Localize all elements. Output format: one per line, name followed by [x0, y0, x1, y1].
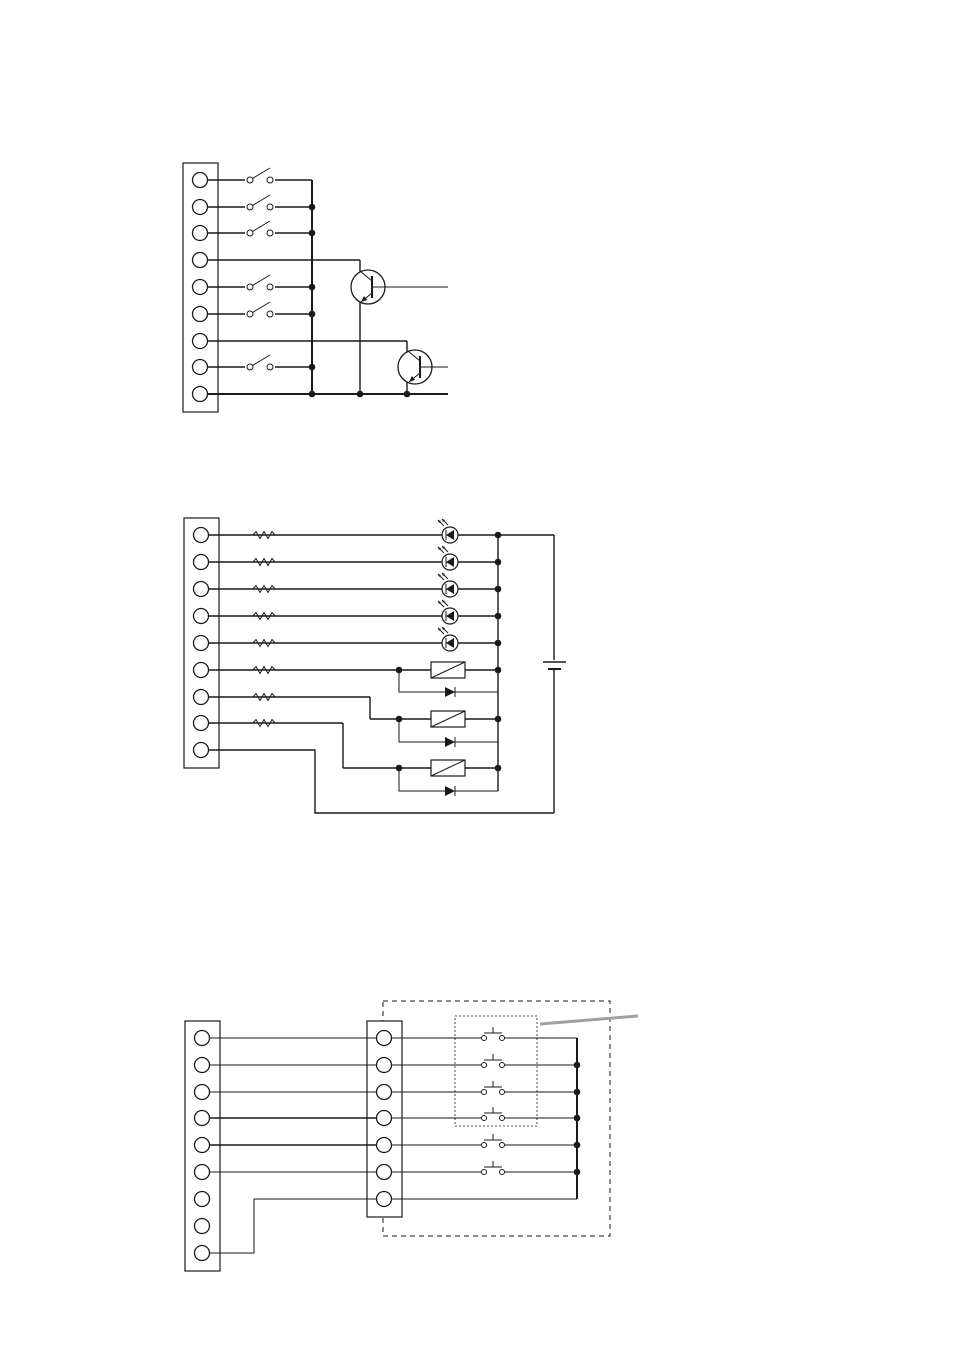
- pushbutton-2: [482, 1054, 505, 1068]
- diagram-outputs: [184, 518, 566, 813]
- led-icon-3: [438, 573, 458, 597]
- pushbutton-5: [482, 1134, 505, 1148]
- terminals-2: [194, 528, 209, 758]
- terminals-1: [193, 173, 208, 402]
- leader-line: [540, 1016, 638, 1024]
- relay-coil-1: [431, 662, 465, 678]
- diagram-keypad: [185, 1001, 638, 1271]
- relay-coil-3: [431, 760, 465, 776]
- pushbutton-3: [482, 1081, 505, 1095]
- diode-2: [445, 737, 455, 747]
- switch-4: [247, 275, 273, 290]
- switch-2: [247, 195, 273, 210]
- diode-1: [445, 687, 455, 697]
- pushbutton-6: [482, 1161, 505, 1175]
- led-icon-4: [438, 600, 458, 624]
- switch-3: [247, 221, 273, 236]
- pushbutton-1: [482, 1027, 505, 1041]
- led-rows: [208, 519, 554, 651]
- interconnect-wires: [209, 1038, 377, 1253]
- led-icon-5: [438, 627, 458, 651]
- switch-6: [247, 355, 273, 370]
- pushbutton-4: [482, 1107, 505, 1121]
- battery-icon: [208, 535, 566, 813]
- switch-1: [247, 168, 273, 183]
- switch-5: [247, 302, 273, 317]
- diode-3: [445, 786, 455, 796]
- pushbutton-rows: [391, 1027, 577, 1199]
- relay-coil-2: [431, 711, 465, 727]
- relay-rows: [208, 662, 498, 796]
- led-icon-2: [438, 546, 458, 570]
- led-icon-1: [438, 519, 458, 543]
- diagram-input-switches: [183, 163, 448, 412]
- switch-rows: [207, 168, 312, 370]
- terminals-3-left: [195, 1031, 210, 1261]
